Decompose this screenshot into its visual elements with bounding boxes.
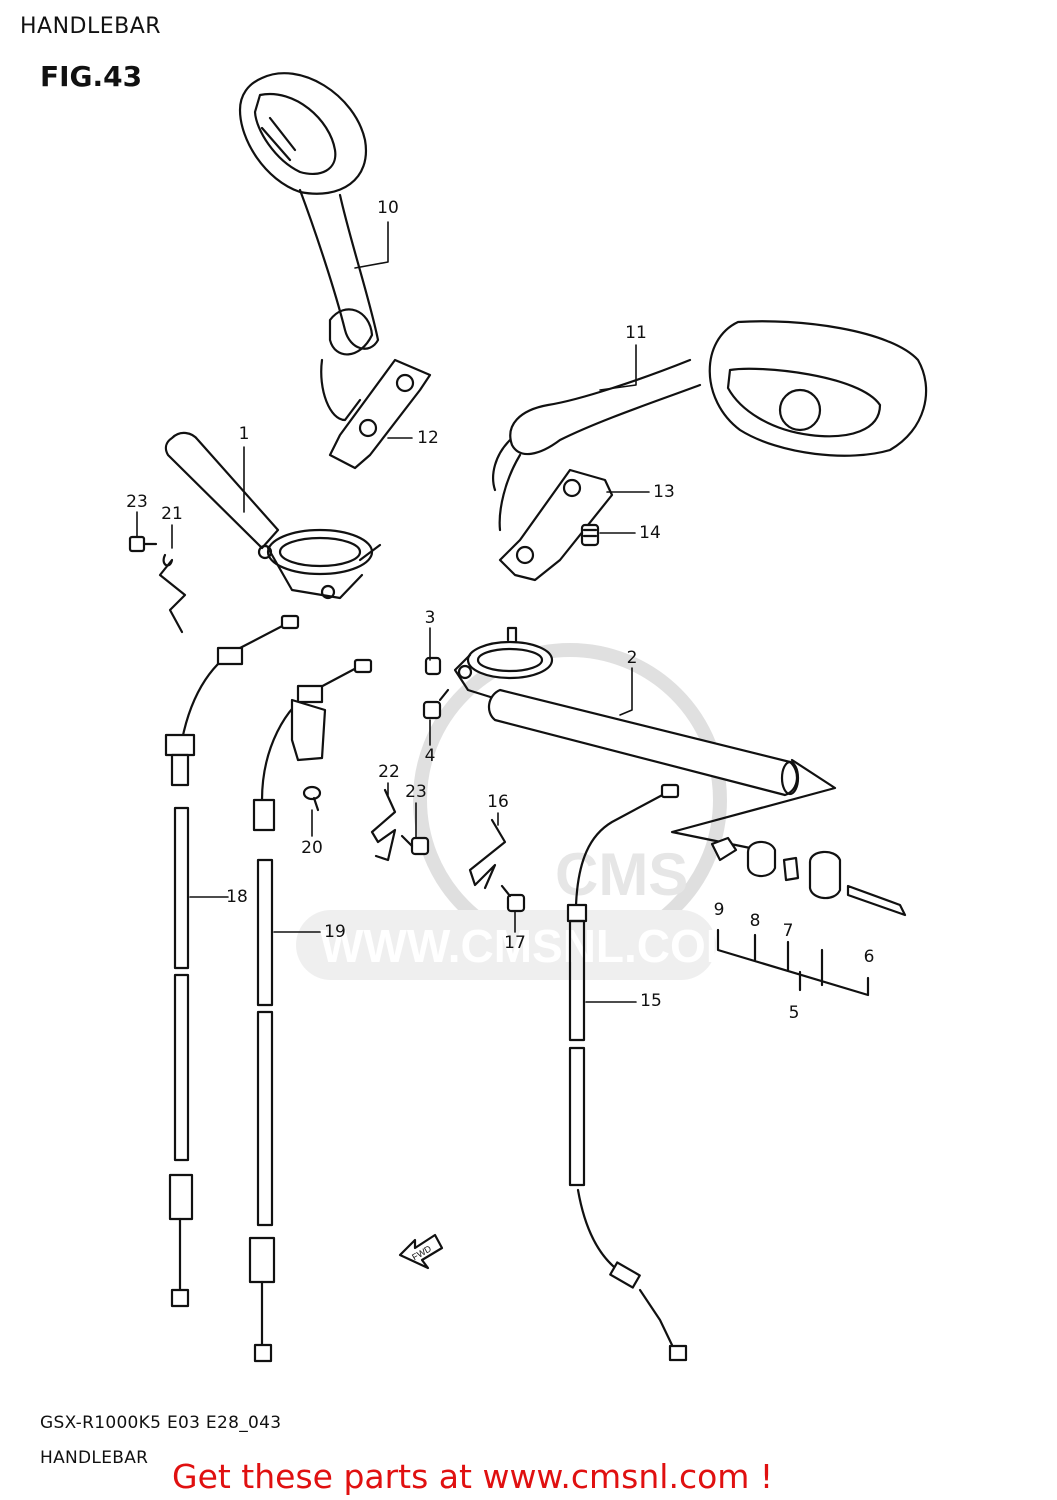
watermark: CMS WWW.CMSNL.COM <box>296 643 744 980</box>
callout-2: 2 <box>626 648 638 668</box>
callout-17: 17 <box>504 933 526 953</box>
forward-direction-arrow: FWD <box>398 1233 444 1270</box>
footer-subtitle: HANDLEBAR <box>40 1448 149 1468</box>
left-mirror-bracket <box>328 358 432 470</box>
callout-23-middle: 23 <box>405 782 427 802</box>
cable-19 <box>248 658 373 1363</box>
collar-3 <box>424 656 442 676</box>
right-mirror <box>492 320 928 532</box>
callout-5: 5 <box>788 1003 800 1023</box>
callout-4: 4 <box>424 746 436 766</box>
cable-18 <box>164 614 300 1308</box>
bolt-23-left <box>128 535 158 553</box>
callout-6: 6 <box>863 947 875 967</box>
screw-20 <box>302 785 322 812</box>
page-title: HANDLEBAR <box>20 14 162 39</box>
callout-16: 16 <box>487 792 509 812</box>
right-handlebar <box>453 626 800 797</box>
bolt-4 <box>422 688 450 720</box>
callout-10: 10 <box>377 198 399 218</box>
break-line <box>670 758 837 852</box>
bar-end-weight-assembly <box>710 836 907 997</box>
left-mirror <box>238 72 380 422</box>
clip-22 <box>370 788 397 862</box>
callout-13: 13 <box>653 482 675 502</box>
cable-15 <box>566 783 688 1362</box>
callout-14: 14 <box>639 523 661 543</box>
clip-21 <box>158 553 187 634</box>
callout-22: 22 <box>378 762 400 782</box>
figure-label: FIG.43 <box>40 60 143 93</box>
watermark-url: WWW.CMSNL.COM <box>320 920 744 972</box>
bolt-14 <box>580 523 600 547</box>
model-code: GSX-R1000K5 E03 E28_043 <box>40 1413 282 1433</box>
clip-16 <box>468 818 507 890</box>
callout-21: 21 <box>161 504 183 524</box>
callout-12: 12 <box>417 428 439 448</box>
callout-3: 3 <box>424 608 436 628</box>
right-mirror-bracket <box>498 468 614 582</box>
bolt-23-middle <box>400 834 430 856</box>
watermark-logo: CMS <box>555 841 688 908</box>
left-handlebar <box>164 431 382 600</box>
callout-19: 19 <box>324 922 346 942</box>
watermark-banner <box>296 910 716 980</box>
callout-18: 18 <box>226 887 248 907</box>
callout-9: 9 <box>713 900 725 920</box>
callout-23-left: 23 <box>126 492 148 512</box>
bolt-17 <box>500 884 526 913</box>
callout-11: 11 <box>625 323 647 343</box>
callout-15: 15 <box>640 991 662 1011</box>
callout-20: 20 <box>301 838 323 858</box>
promo-link[interactable]: Get these parts at www.cmsnl.com ! <box>172 1457 774 1496</box>
leader-lines <box>136 221 650 1003</box>
callout-8: 8 <box>749 911 761 931</box>
callout-1: 1 <box>238 424 250 444</box>
callout-7: 7 <box>782 921 794 941</box>
